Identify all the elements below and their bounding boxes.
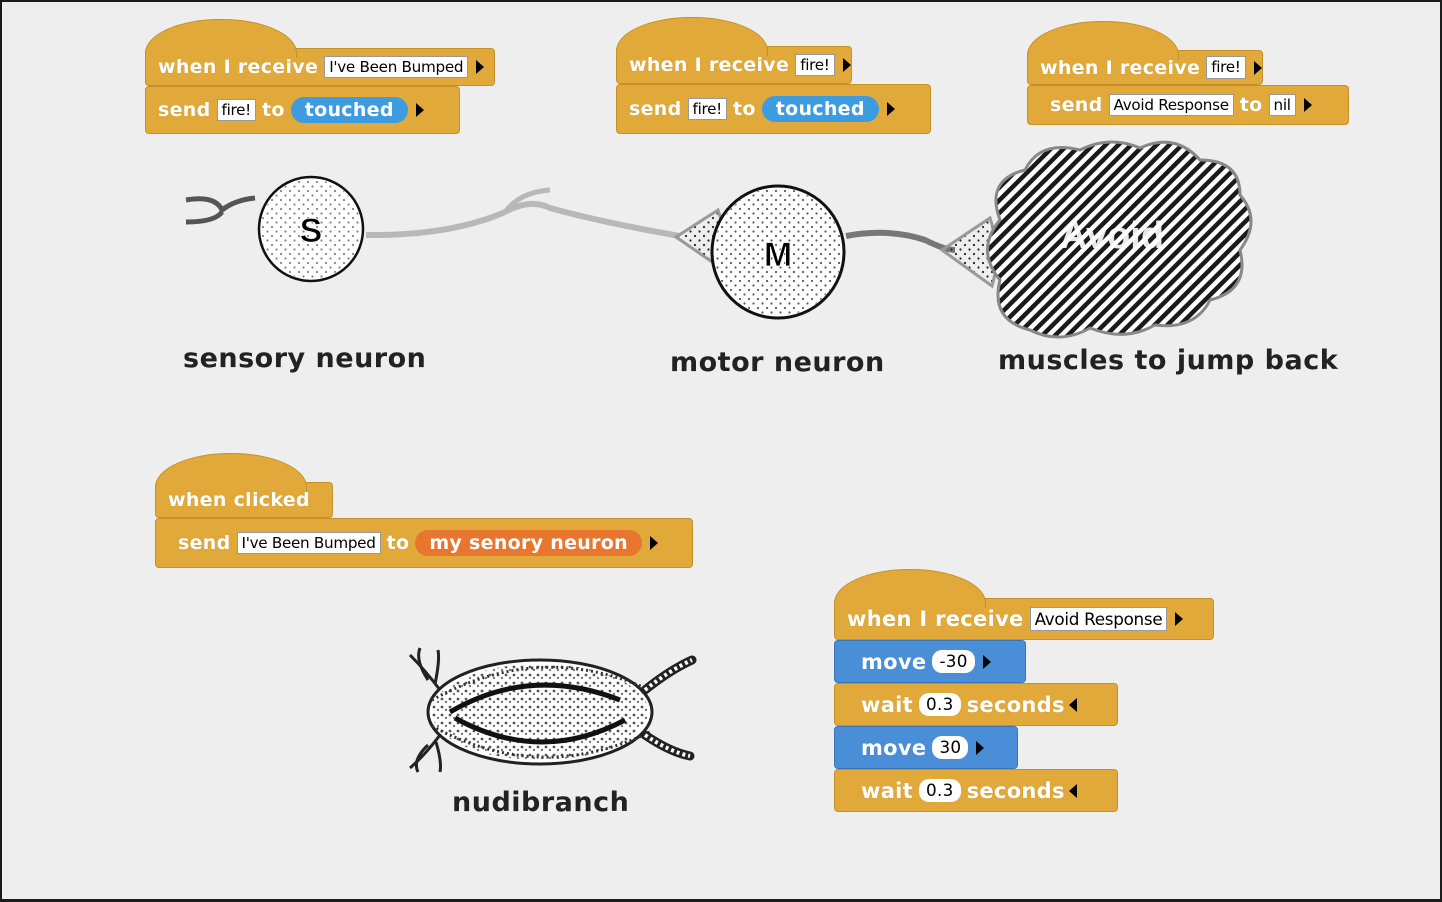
message-slot[interactable]: fire! [795,53,835,77]
send-label: send [629,98,682,120]
seconds-label: seconds [966,692,1065,717]
send-message-slot[interactable]: fire! [216,98,256,122]
muscle-label: Avoid [1060,215,1164,257]
to-label: to [386,532,410,554]
move-label: move [861,649,927,674]
hat-label: when clicked [168,489,310,511]
target-sprite-pill[interactable]: touched [290,97,408,123]
send-message-slot[interactable]: I've Been Bumped [236,531,381,555]
motor-script[interactable]: when I receive fire! send fire! to touch… [616,17,931,134]
hat-label: when I receive [158,56,319,78]
send-message-slot[interactable]: fire! [687,97,727,121]
dropdown-arrow-icon[interactable] [649,536,658,550]
nudibranch-caption: nudibranch [452,787,630,818]
message-slot[interactable]: I've Been Bumped [324,55,469,79]
wait-label: wait [861,692,914,717]
send-block[interactable]: send Avoid Response to nil [1027,85,1349,125]
send-block[interactable]: send fire! to touched [616,84,931,134]
muscle-script[interactable]: when I receive fire! send Avoid Response… [1027,21,1349,125]
dropdown-arrow-icon[interactable] [1175,612,1184,626]
hat-label: when I receive [629,54,790,76]
seconds-input[interactable]: 0.3 [919,693,961,716]
move-block[interactable]: move -30 [834,640,1026,683]
to-label: to [261,99,285,121]
steps-input[interactable]: -30 [932,650,975,673]
clicked-script[interactable]: when clicked send I've Been Bumped to my… [155,453,693,568]
wait-label: wait [861,778,914,803]
seconds-label: seconds [966,778,1065,803]
arrow-right-icon [982,654,991,669]
sensory-dendrite [185,195,256,225]
to-label: to [1239,94,1263,116]
send-block[interactable]: send fire! to touched [145,86,460,134]
muscle-sprite[interactable]: Avoid [986,140,1253,339]
dropdown-arrow-icon[interactable] [476,60,485,74]
motor-letter: M [764,236,792,274]
motor-axon [845,229,956,253]
send-label: send [1050,94,1103,116]
nudibranch-sprite[interactable] [408,647,697,773]
seconds-input[interactable]: 0.3 [919,779,961,802]
send-label: send [178,532,231,554]
dropdown-arrow-icon[interactable] [886,102,895,116]
when-i-receive-hat[interactable]: when I receive fire! [616,17,852,84]
send-label: send [158,99,211,121]
when-clicked-hat[interactable]: when clicked [155,453,333,518]
sensory-letter: S [300,212,323,250]
when-i-receive-hat[interactable]: when I receive fire! [1027,21,1263,85]
target-sprite-pill[interactable]: touched [761,96,879,122]
send-block[interactable]: send I've Been Bumped to my senory neuro… [155,518,693,568]
when-i-receive-hat[interactable]: when I receive I've Been Bumped [145,19,495,86]
hat-label: when I receive [1040,56,1201,79]
move-block[interactable]: move 30 [834,726,1018,769]
target-sprite-pill[interactable]: my senory neuron [415,530,642,556]
message-slot[interactable]: Avoid Response [1029,606,1168,632]
dropdown-arrow-icon[interactable] [1303,98,1312,112]
to-label: to [732,98,756,120]
arrow-right-icon [976,740,985,755]
arrow-left-icon [1068,783,1077,798]
dropdown-arrow-icon[interactable] [415,103,424,117]
wait-block[interactable]: wait 0.3 seconds [834,683,1118,726]
avoid-script[interactable]: when I receive Avoid Response move -30 w… [834,569,1214,812]
hat-label: when I receive [847,607,1024,631]
dropdown-arrow-icon[interactable] [1253,60,1262,75]
dropdown-arrow-icon[interactable] [842,58,851,72]
target-slot[interactable]: nil [1268,93,1296,117]
send-message-slot[interactable]: Avoid Response [1108,93,1234,117]
motor-neuron-caption: motor neuron [670,347,885,378]
sensory-axon [365,187,681,239]
wait-block[interactable]: wait 0.3 seconds [834,769,1118,812]
sensory-neuron-caption: sensory neuron [183,343,427,374]
steps-input[interactable]: 30 [932,736,969,759]
when-i-receive-hat[interactable]: when I receive Avoid Response [834,569,1214,640]
move-label: move [861,735,927,760]
sensory-script[interactable]: when I receive I've Been Bumped send fir… [145,19,495,134]
arrow-left-icon [1068,697,1077,712]
muscle-caption: muscles to jump back [998,345,1339,376]
message-slot[interactable]: fire! [1206,56,1246,79]
